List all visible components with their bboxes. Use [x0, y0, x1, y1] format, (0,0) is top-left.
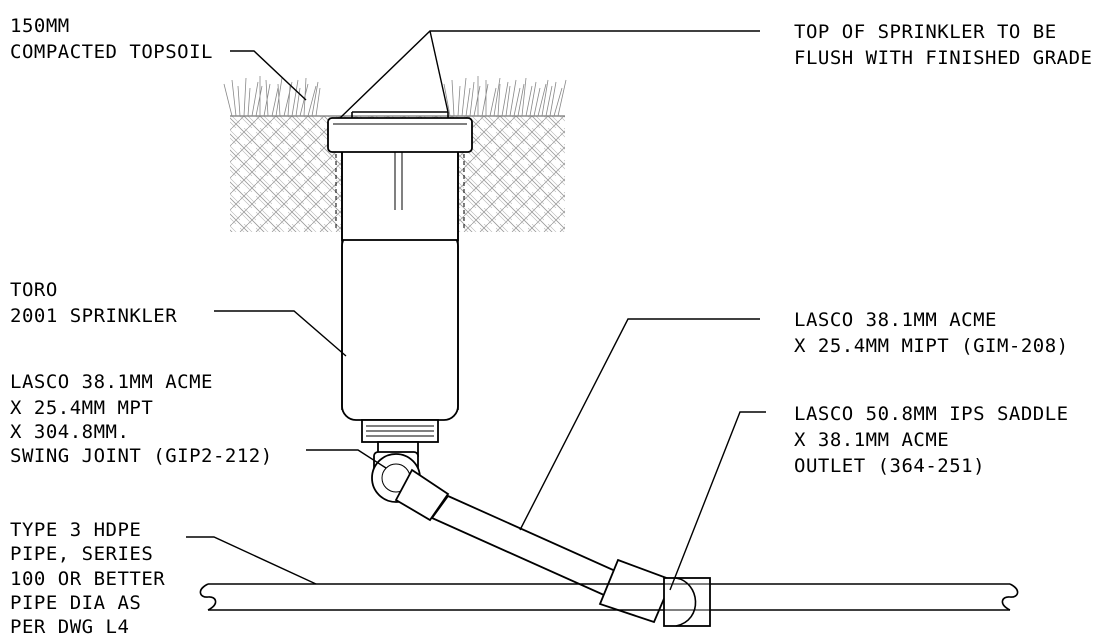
swing-joint-label-line-3: X 304.8MM. [10, 421, 129, 443]
pipe-label-line-1: TYPE 3 HDPE [10, 519, 141, 541]
grass-tufts [223, 76, 567, 117]
callout-labels: 150MM COMPACTED TOPSOIL TOP OF SPRINKLER… [10, 15, 1092, 635]
pipe-label-line-3: 100 OR BETTER [10, 568, 165, 590]
hdpe-main-pipe [199, 583, 1019, 611]
acme-label-line-1: LASCO 38.1MM ACME [794, 309, 997, 331]
flush-grade-label-line-2: FLUSH WITH FINISHED GRADE [794, 47, 1092, 69]
toro-2001-sprinkler [327, 111, 473, 457]
saddle-label-line-2: X 38.1MM ACME [794, 429, 949, 451]
swing-joint-label-line-4: SWING JOINT (GIP2-212) [10, 445, 273, 467]
saddle-label-line-1: LASCO 50.8MM IPS SADDLE [794, 403, 1069, 425]
pipe-label-line-5: PER DWG L4 [10, 616, 129, 635]
sprinkler-label-line-1: TORO [10, 279, 58, 301]
topsoil-label-line-2: COMPACTED TOPSOIL [10, 41, 213, 63]
leader-lines [186, 30, 766, 591]
acme-label-line-2: X 25.4MM MIPT (GIM-208) [794, 335, 1069, 357]
topsoil-label-line-1: 150MM [10, 15, 70, 37]
swing-joint [371, 451, 674, 624]
ips-saddle [663, 577, 711, 627]
flush-grade-label-line-1: TOP OF SPRINKLER TO BE [794, 21, 1057, 43]
sprinkler-label-line-2: 2001 SPRINKLER [10, 305, 177, 327]
pipe-label-line-2: PIPE, SERIES [10, 543, 153, 565]
swing-joint-label-line-2: X 25.4MM MPT [10, 397, 153, 419]
saddle-label-line-3: OUTLET (364-251) [794, 455, 985, 477]
pipe-label-line-4: PIPE DIA AS [10, 592, 141, 614]
swing-joint-label-line-1: LASCO 38.1MM ACME [10, 371, 213, 393]
